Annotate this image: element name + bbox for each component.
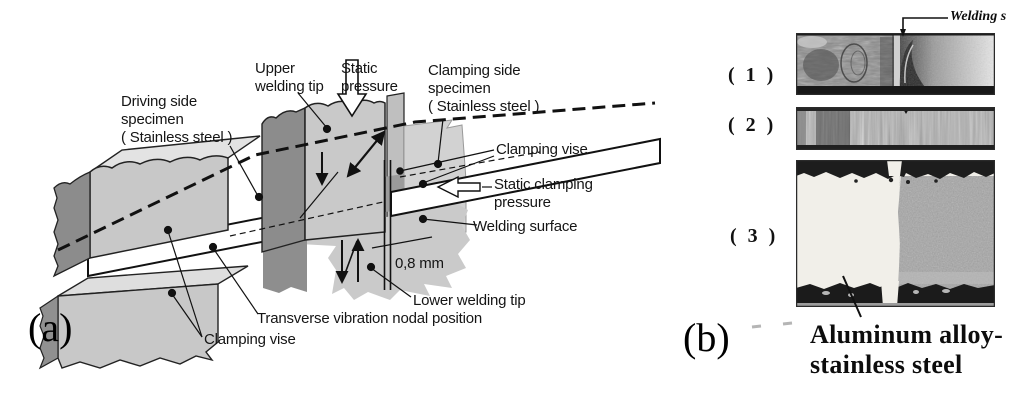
label-clamping-vise-bottom: Clamping vise [204,331,296,348]
label-specimen-1: ( 1 ) [728,64,777,86]
photo-caption: Aluminum alloy- stainless steel [810,320,1004,379]
label-clamping-vise-right: Clamping vise [496,141,588,158]
butt-welding-diagram [38,59,661,370]
leader-lines [163,92,495,338]
clamping-vise-left-upper [52,135,261,278]
label-static-pressure: Static pressure [341,60,398,95]
label-lower-welding-tip: Lower welding tip [413,292,526,309]
stray-marks [751,321,793,329]
weld-gap-lines [383,160,392,290]
label-upper-welding-tip: Upper welding tip [255,60,324,95]
label-specimen-2: ( 2 ) [728,114,777,136]
specimen-photo-2 [796,107,995,150]
panel-b-letter: (b) [683,315,730,360]
label-driving-side-specimen: Driving side specimen ( Stainless steel … [121,93,233,146]
specimen-photo-1 [796,33,995,95]
label-static-clamping-pressure: Static clamping pressure [494,176,593,211]
static-clamping-pressure-arrow [436,175,481,199]
specimen-photo-3 [796,160,995,307]
label-welding-pointer: Welding s [950,9,1007,24]
clamping-vise-left-lower [38,265,249,370]
label-welding-surface: Welding surface [473,218,578,235]
label-clamping-side-specimen: Clamping side specimen ( Stainless steel… [428,62,540,115]
label-nodal-position: Transverse vibration nodal position [257,310,483,327]
vibration-arrows [299,130,386,284]
static-pressure-arrow [336,59,368,118]
upper-welding-tip-block [261,99,386,253]
label-specimen-3: ( 3 ) [730,225,779,247]
panel-a-letter: (a) [28,305,73,350]
label-gap-dimension: 0,8 mm [395,255,444,272]
